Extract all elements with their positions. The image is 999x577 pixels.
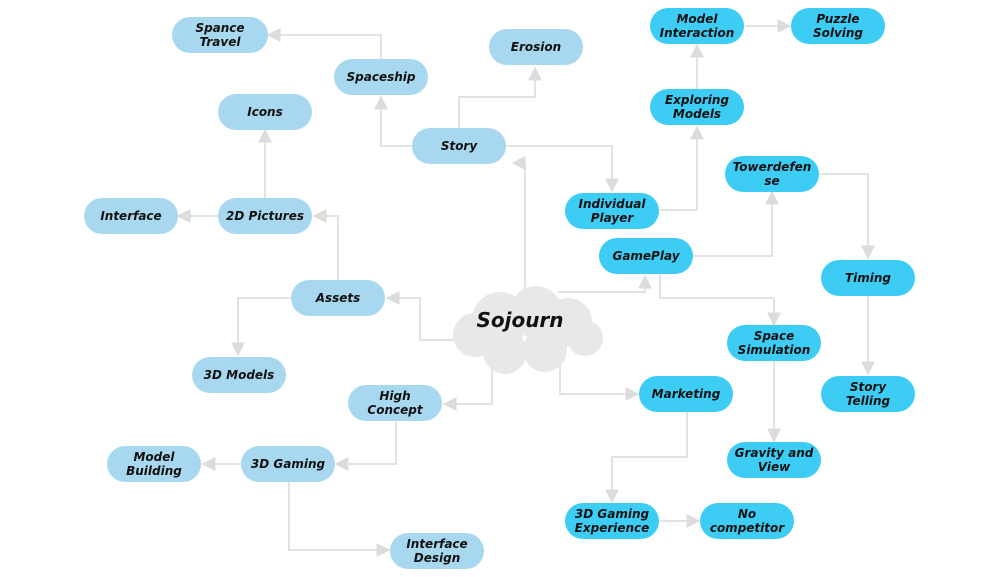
edge-assets-3dmodels [231, 297, 292, 357]
node-spance-travel[interactable]: Spance Travel [172, 17, 268, 53]
edge-spaceship-spancetravel [266, 28, 382, 59]
node-interface-design[interactable]: Interface Design [390, 533, 484, 569]
root-node-sojourn[interactable]: Sojourn [476, 308, 564, 332]
edge-story-spaceship [374, 95, 413, 147]
edge-root-marketing [559, 365, 640, 401]
edge-3dgaming-interfacedesign [288, 482, 391, 557]
edge-root-story [511, 156, 526, 290]
node-erosion[interactable]: Erosion [489, 29, 583, 65]
node-spaceship[interactable]: Spaceship [334, 59, 428, 95]
edge-individualplayer-exploring [660, 125, 704, 211]
node-exploring-models[interactable]: Exploring Models [650, 89, 744, 125]
node-gameplay[interactable]: GamePlay [599, 238, 693, 274]
edge-story-erosion [458, 66, 542, 128]
node-story[interactable]: Story [412, 128, 506, 164]
connector-lines [176, 19, 875, 557]
node-icons[interactable]: Icons [218, 94, 312, 130]
node-assets[interactable]: Assets [291, 280, 385, 316]
node-high-concept[interactable]: High Concept [348, 385, 442, 421]
node-individual-player[interactable]: Individual Player [565, 193, 659, 229]
node-marketing[interactable]: Marketing [639, 376, 733, 412]
node-3d-models[interactable]: 3D Models [192, 357, 286, 393]
edge-assets-2dpictures [312, 209, 339, 280]
node-3d-gaming-experience[interactable]: 3D Gaming Experience [565, 503, 659, 539]
edge-highconcept-3dgaming [334, 422, 397, 471]
node-interface[interactable]: Interface [84, 198, 178, 234]
node-no-competitor[interactable]: No competitor [700, 503, 794, 539]
edge-gameplay-spacesim [659, 274, 781, 327]
node-2d-pictures[interactable]: 2D Pictures [218, 198, 312, 234]
node-3d-gaming[interactable]: 3D Gaming [241, 446, 335, 482]
node-model-interaction[interactable]: Model Interaction [650, 8, 744, 44]
edge-root-gameplay [558, 274, 652, 293]
edge-root-highconcept [442, 365, 493, 411]
root-cloud-shape [453, 286, 603, 374]
edge-gameplay-towerdefense [693, 190, 779, 257]
node-puzzle-solving[interactable]: Puzzle Solving [791, 8, 885, 44]
node-space-simulation[interactable]: Space Simulation [727, 325, 821, 361]
node-story-telling[interactable]: Story Telling [821, 376, 915, 412]
edge-marketing-3dgamingexp [605, 412, 688, 504]
edge-towerdefense-timing [820, 173, 875, 260]
edge-root-assets [385, 291, 455, 341]
node-gravity-view[interactable]: Gravity and View [727, 442, 821, 478]
edge-story-individualplayer [505, 145, 619, 193]
node-towerdefense[interactable]: Towerdefen se [725, 156, 819, 192]
node-model-building[interactable]: Model Building [107, 446, 201, 482]
node-timing[interactable]: Timing [821, 260, 915, 296]
